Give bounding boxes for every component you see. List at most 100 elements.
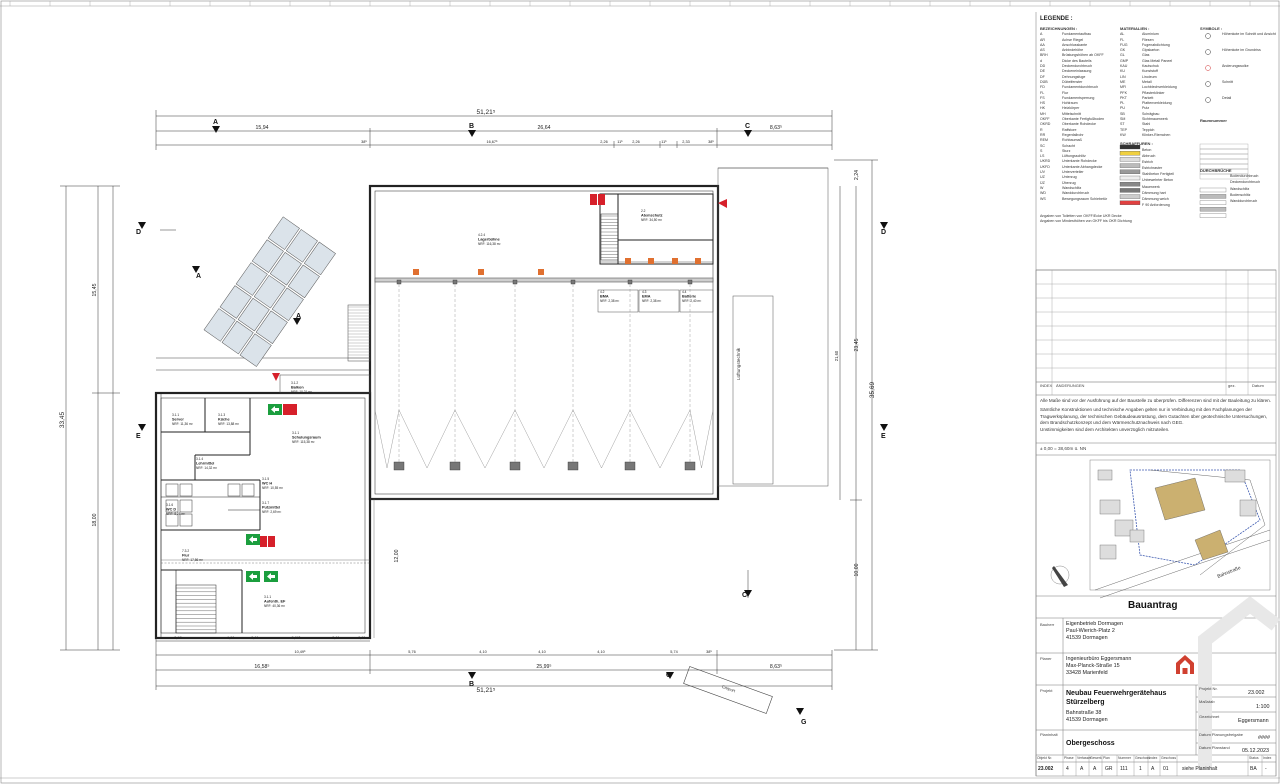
raumnummer-cell: [1199, 173, 1249, 180]
legend-meaning: Achse Riegel: [1062, 37, 1084, 42]
room-number: 7.3.2: [182, 549, 189, 553]
code-header: Phase: [1064, 756, 1074, 760]
projekt-addr-2: 41539 Dormagen: [1066, 717, 1108, 723]
legend-abbrev: REM: [1040, 138, 1048, 143]
legend-abbrev: FUG: [1120, 42, 1128, 47]
symbol-icon: [1205, 65, 1211, 71]
legend-abbrev: FS: [1040, 95, 1045, 100]
pv-panel: [287, 264, 320, 299]
legend-abbrev: UKFD: [1040, 164, 1050, 169]
legend-meaning: Anbindehöhe: [1062, 48, 1084, 53]
legend-abbrev: PL: [1120, 101, 1125, 106]
legend-meaning: Unterkante Rohdecke: [1062, 159, 1097, 164]
legend-meaning: Plattenverkleidung: [1142, 101, 1172, 106]
pv-panel: [203, 308, 236, 342]
room-name: BMA: [600, 295, 609, 299]
legend-note-1: Angaben von Toiletten von OKFF/Ecke UKR …: [1040, 214, 1122, 218]
legend-meaning: Lochblechverkleidung: [1142, 85, 1177, 90]
room-area: NRF: 115,38 m²: [292, 440, 314, 444]
legend-abbrev: FL: [1120, 37, 1125, 42]
pv-panel: [269, 252, 302, 286]
legend-abbrev: UZ: [1040, 175, 1045, 180]
legend-note-2: Angaben von Mindesthöhen von OKFF bis OK…: [1040, 219, 1132, 224]
legend-abbrev: DÜB: [1040, 79, 1048, 84]
legend-abbrev: WS: [1040, 196, 1046, 201]
legend-abbrev: BRH: [1040, 53, 1048, 58]
room-area: NRF: 2,40 m²: [682, 299, 701, 303]
note-3: Unstimmigkeiten sind dem Architekten unv…: [1040, 426, 1170, 432]
legend-meaning: Fugenabdichtung: [1142, 42, 1170, 47]
legend-meaning: Lüftungsschlitz: [1062, 154, 1086, 159]
legend-abbrev: OKRD: [1040, 122, 1051, 127]
room-number: 3.1.5: [262, 477, 269, 481]
bauherr-line-1: Eigenbetrieb Dormagen: [1066, 621, 1123, 627]
room-area: NRF: 8,25 m²: [166, 512, 185, 516]
code-header: Geschoss: [1161, 756, 1177, 760]
legend-meaning: Schacht: [1062, 143, 1075, 148]
bauherr-value: Eigenbetrieb Dormagen Paul-Wierich-Platz…: [1066, 621, 1123, 642]
room-area: NRF: 34,50 m²: [641, 218, 662, 222]
legend-abbrev: SC: [1040, 143, 1045, 148]
legend-row: FL Flur: [1040, 91, 1130, 96]
legend-row: SC Schacht: [1040, 144, 1130, 149]
revision-header-changes: ÄNDERUNGEN: [1056, 383, 1085, 388]
site-building: [1114, 519, 1134, 537]
room-name: Putzmittel: [262, 506, 280, 510]
code-header: Nummer: [1118, 756, 1131, 760]
legend-meaning: Flur: [1062, 90, 1069, 95]
legend-abbrev: KW: [1120, 132, 1126, 137]
dim-left-total: 33,45: [59, 411, 66, 428]
section-mark-b-bottom: B: [469, 681, 474, 688]
legend-meaning: Mittelschnitt: [1062, 111, 1081, 116]
symbol-icon: [1205, 33, 1211, 39]
legend-abbrev: S: [1040, 148, 1043, 153]
pv-panel: [237, 297, 270, 332]
legend-abbrev: TEP: [1120, 127, 1127, 132]
legend-item: Unbewehrter Beton: [1142, 178, 1173, 183]
legend-abbrev: LIN: [1120, 74, 1126, 79]
site-building: [1099, 544, 1117, 560]
projekt-label: Projekt: [1040, 688, 1053, 693]
room-number: 3.1.2: [291, 381, 298, 385]
legend-meaning: Dicke des Bauteils: [1062, 58, 1092, 63]
legend-abbrev: RR: [1040, 132, 1046, 137]
legend-abbrev: KAU: [1120, 64, 1128, 69]
legend-col3-heading: SYMBOLE :: [1200, 26, 1223, 31]
pv-panel: [251, 239, 284, 273]
legend-col2-heading: MATERIALIEN :: [1120, 26, 1150, 31]
room-name: Server: [172, 418, 184, 422]
legend-abbrev: A: [1040, 32, 1043, 37]
room-number: 2.2: [641, 209, 646, 213]
planer-line-3: 33428 Marienfeld: [1066, 670, 1108, 676]
legend-meaning: Klinker-Riemchen: [1142, 132, 1171, 137]
notes-block: Alle Maße sind vor der Ausführung auf de…: [1040, 398, 1272, 433]
legend-abbrev: KU: [1120, 69, 1125, 74]
site-elevation: ± 0,00 = 38,60m ü. NN: [1040, 446, 1087, 451]
room-area: NRF: 17,86 m²: [182, 558, 203, 562]
room-name: Lehrmittel: [196, 462, 214, 466]
legend-meaning: Gipskarton: [1142, 48, 1160, 53]
hatch-swatch: [1119, 182, 1141, 187]
legend-raumnummer-heading: Raumnummer: [1200, 118, 1227, 124]
room-number: 3.1.1: [292, 431, 299, 435]
code-value: 01: [1163, 766, 1169, 772]
legend-abbrev: FL: [1040, 90, 1045, 95]
room-name: Lagerbühne: [478, 238, 500, 242]
code-header: Verfasser: [1077, 756, 1092, 760]
dim-right-seg-2: 10,00: [854, 563, 860, 576]
section-mark-d-right: D: [881, 229, 886, 236]
legend-abbrev: W: [1040, 185, 1044, 190]
